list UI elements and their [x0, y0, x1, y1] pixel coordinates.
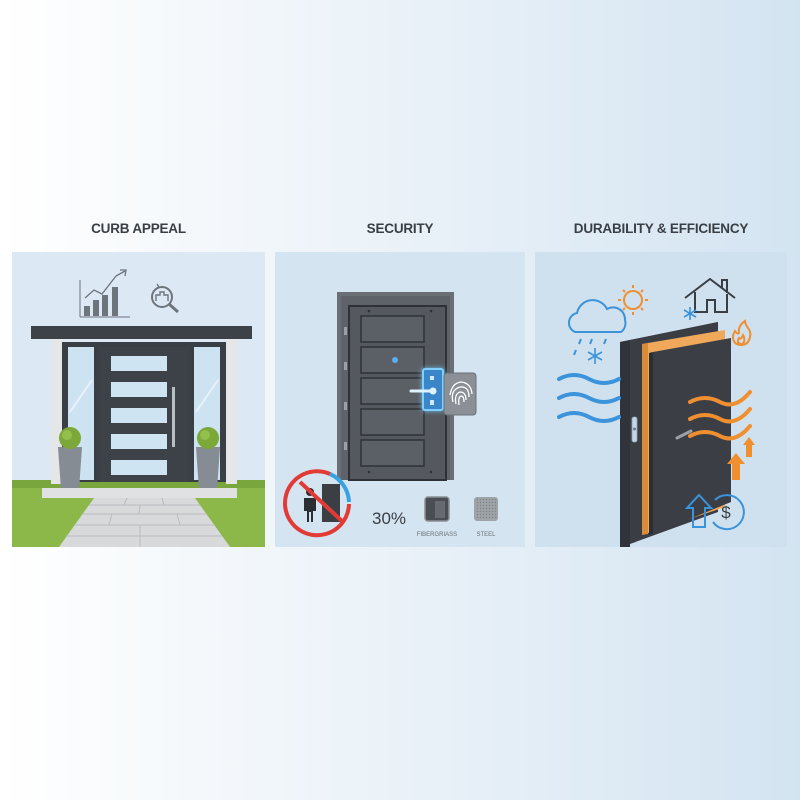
dollar-savings-icon: $: [712, 494, 745, 531]
arrow-up-icon: [727, 437, 755, 480]
fingerprint-lock-icon: [409, 368, 477, 416]
front-step: [42, 488, 237, 498]
cold-air-waves-icon: [557, 373, 621, 423]
security-stat: 30%: [372, 509, 406, 528]
security-illustration: 30% FIBERGRIASS STEEL: [283, 292, 498, 538]
curb-appeal-illustration: [12, 269, 265, 547]
cloud-snow-icon: [567, 299, 627, 364]
durability-illustration: $: [557, 277, 755, 547]
planter-left: [58, 427, 82, 490]
peephole: [392, 357, 398, 363]
panel-title-security: SECURITY: [366, 221, 434, 236]
house-snowflake-icon: [683, 277, 736, 320]
savings-arrow-icon: [684, 493, 714, 528]
panel-durability-efficiency: $: [535, 252, 787, 547]
panel-security: 30% FIBERGRIASS STEEL: [275, 252, 525, 547]
flame-icon: [732, 319, 752, 347]
door-glass-panels: [111, 356, 167, 475]
material-fiberglass-swatch: [424, 496, 450, 522]
material-fiberglass-label: FIBERGRIASS: [417, 532, 457, 538]
walkway: [59, 498, 230, 547]
door-handle: [172, 387, 175, 447]
sun-icon: [618, 285, 648, 315]
panel-curb-appeal: [12, 252, 265, 547]
no-intruder-icon: [283, 469, 351, 538]
panel-title-durability-efficiency: DURABILITY & EFFICIENCY: [573, 221, 749, 236]
house-search-icon: [151, 283, 179, 314]
door-handle: [675, 429, 693, 440]
material-steel-swatch: [474, 497, 498, 521]
panel-title-curb-appeal: CURB APPEAL: [91, 221, 186, 236]
canopy: [31, 326, 252, 339]
warm-air-waves-icon: [688, 390, 752, 441]
bar-chart-growth-icon: [79, 269, 130, 318]
planter-right: [196, 427, 220, 490]
door-panels: [360, 315, 425, 467]
material-steel-label: STEEL: [476, 532, 496, 538]
svg-text:$: $: [721, 503, 731, 522]
